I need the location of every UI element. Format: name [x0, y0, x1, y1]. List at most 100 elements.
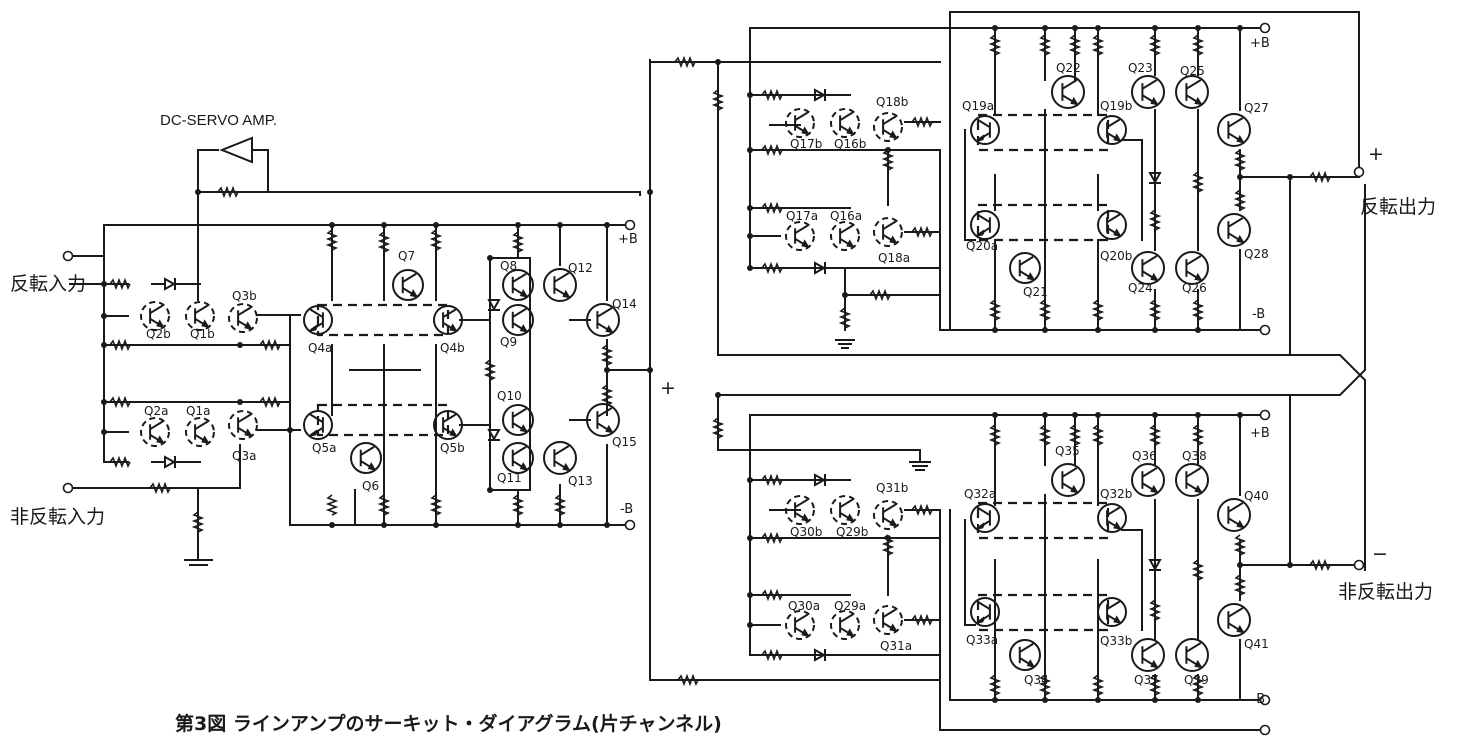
- transistor-label: Q18b: [876, 95, 908, 109]
- transistor-arrow: [367, 462, 377, 471]
- transistor-body: [830, 610, 860, 640]
- resistor: [1191, 299, 1205, 321]
- transistor-collector: [512, 407, 527, 418]
- transistor-collector: [402, 272, 417, 283]
- transistor-label: Q29b: [836, 525, 868, 539]
- resistor: [911, 503, 933, 517]
- transistor-collector: [512, 307, 527, 318]
- transistor-label: Q1b: [190, 327, 215, 341]
- transistor-label: Q35: [1055, 444, 1080, 458]
- resistor: [1233, 534, 1247, 556]
- transistor-label: Q31b: [876, 481, 908, 495]
- transistor-label: Q33a: [966, 633, 998, 647]
- transistor-arrow: [976, 134, 986, 142]
- transistor-label: Q41: [1244, 637, 1269, 651]
- resistor: [259, 395, 281, 409]
- transistor-label: Q33b: [1100, 634, 1132, 648]
- transistor-body: [1097, 115, 1127, 145]
- junction-dot: [101, 281, 107, 287]
- transistor-body: [830, 108, 860, 138]
- transistor-collector: [309, 308, 324, 319]
- resistor: [761, 588, 783, 602]
- transistor-label: Q4b: [440, 341, 465, 355]
- junction-dot: [1195, 697, 1201, 703]
- transistor-label: Q16b: [834, 137, 866, 151]
- transistor-body: [873, 500, 903, 530]
- junction-dot: [1072, 25, 1078, 31]
- junction-dot: [747, 535, 753, 541]
- transistor-labels: Q2b Q1b Q3b Q2a Q1a Q3a Q4a Q4b Q5a Q5b …: [144, 61, 1269, 687]
- transistor-collector: [442, 413, 457, 424]
- resistor: [881, 149, 895, 171]
- transistor-label: Q3a: [232, 449, 256, 463]
- transistor-collector: [1227, 502, 1244, 513]
- transistor-arrow: [1236, 519, 1245, 529]
- resistor: [1191, 424, 1205, 446]
- resistor: [677, 673, 699, 687]
- transistor-label: Q9: [500, 335, 517, 349]
- resistor: [1091, 34, 1105, 56]
- junction-dot: [1095, 697, 1101, 703]
- resistor: [1148, 299, 1162, 321]
- transistor-collector: [1185, 642, 1202, 653]
- junction-dot: [747, 92, 753, 98]
- transistor-body: [543, 268, 577, 302]
- diode: [1148, 559, 1162, 572]
- resistor: [429, 494, 443, 516]
- pos-rail-label: +B: [1250, 426, 1270, 441]
- resistor: [761, 143, 783, 157]
- transistor-body: [1217, 498, 1251, 532]
- junction-dot: [433, 222, 439, 228]
- transistor-label: Q17a: [786, 209, 818, 223]
- transistor-label: Q31a: [880, 639, 912, 653]
- junction-dot: [1152, 327, 1158, 333]
- transistor-body: [785, 610, 815, 640]
- thermal-coupling-marks: [316, 113, 1110, 632]
- terminal: [624, 219, 636, 231]
- terminal: [62, 482, 74, 494]
- junction-dot: [1195, 327, 1201, 333]
- plus-marker: +: [660, 377, 676, 399]
- transistor-label: Q26: [1182, 281, 1207, 295]
- transistor-collector: [1106, 213, 1121, 224]
- transistor-collector: [1185, 79, 1202, 90]
- resistor: [1148, 424, 1162, 446]
- transistor-body: [303, 305, 333, 335]
- transistor-arrow: [156, 435, 165, 444]
- resistor: [1038, 424, 1052, 446]
- transistor-collector: [1185, 255, 1202, 266]
- junction-dot: [1072, 412, 1078, 418]
- junction-dot: [1237, 25, 1243, 31]
- transistor-collector: [882, 220, 897, 231]
- transistor-body: [1175, 463, 1209, 497]
- resistor: [1148, 674, 1162, 696]
- transistor-body: [140, 417, 170, 447]
- transistor-label: Q37: [1134, 673, 1159, 687]
- transistor-arrow: [976, 616, 986, 624]
- terminal: [624, 519, 636, 531]
- resistor: [711, 89, 725, 111]
- transistor-arrow: [449, 323, 458, 332]
- transistor-collector: [1141, 79, 1158, 90]
- transistor-arrow: [201, 435, 210, 444]
- transistor-label: Q2b: [146, 327, 171, 341]
- transistor-collector: [237, 306, 252, 317]
- junction-dot: [1237, 562, 1243, 568]
- transistor-arrow: [201, 319, 210, 328]
- transistor-arrow: [519, 289, 529, 298]
- transistor-label: Q38: [1182, 449, 1207, 463]
- terminal: [1259, 694, 1271, 706]
- transistor-body: [1175, 638, 1209, 672]
- resistor: [377, 231, 391, 253]
- transistor-arrow: [1070, 96, 1079, 106]
- junction-dot: [237, 399, 243, 405]
- junction-dot: [747, 592, 753, 598]
- transistor-arrow: [801, 126, 810, 135]
- resistor: [600, 344, 614, 366]
- resistor: [600, 384, 614, 406]
- junction-dot: [1042, 25, 1048, 31]
- resistor: [325, 494, 339, 516]
- transistor-arrow: [605, 424, 614, 434]
- transistor-body: [586, 403, 620, 437]
- junction-dot: [1152, 25, 1158, 31]
